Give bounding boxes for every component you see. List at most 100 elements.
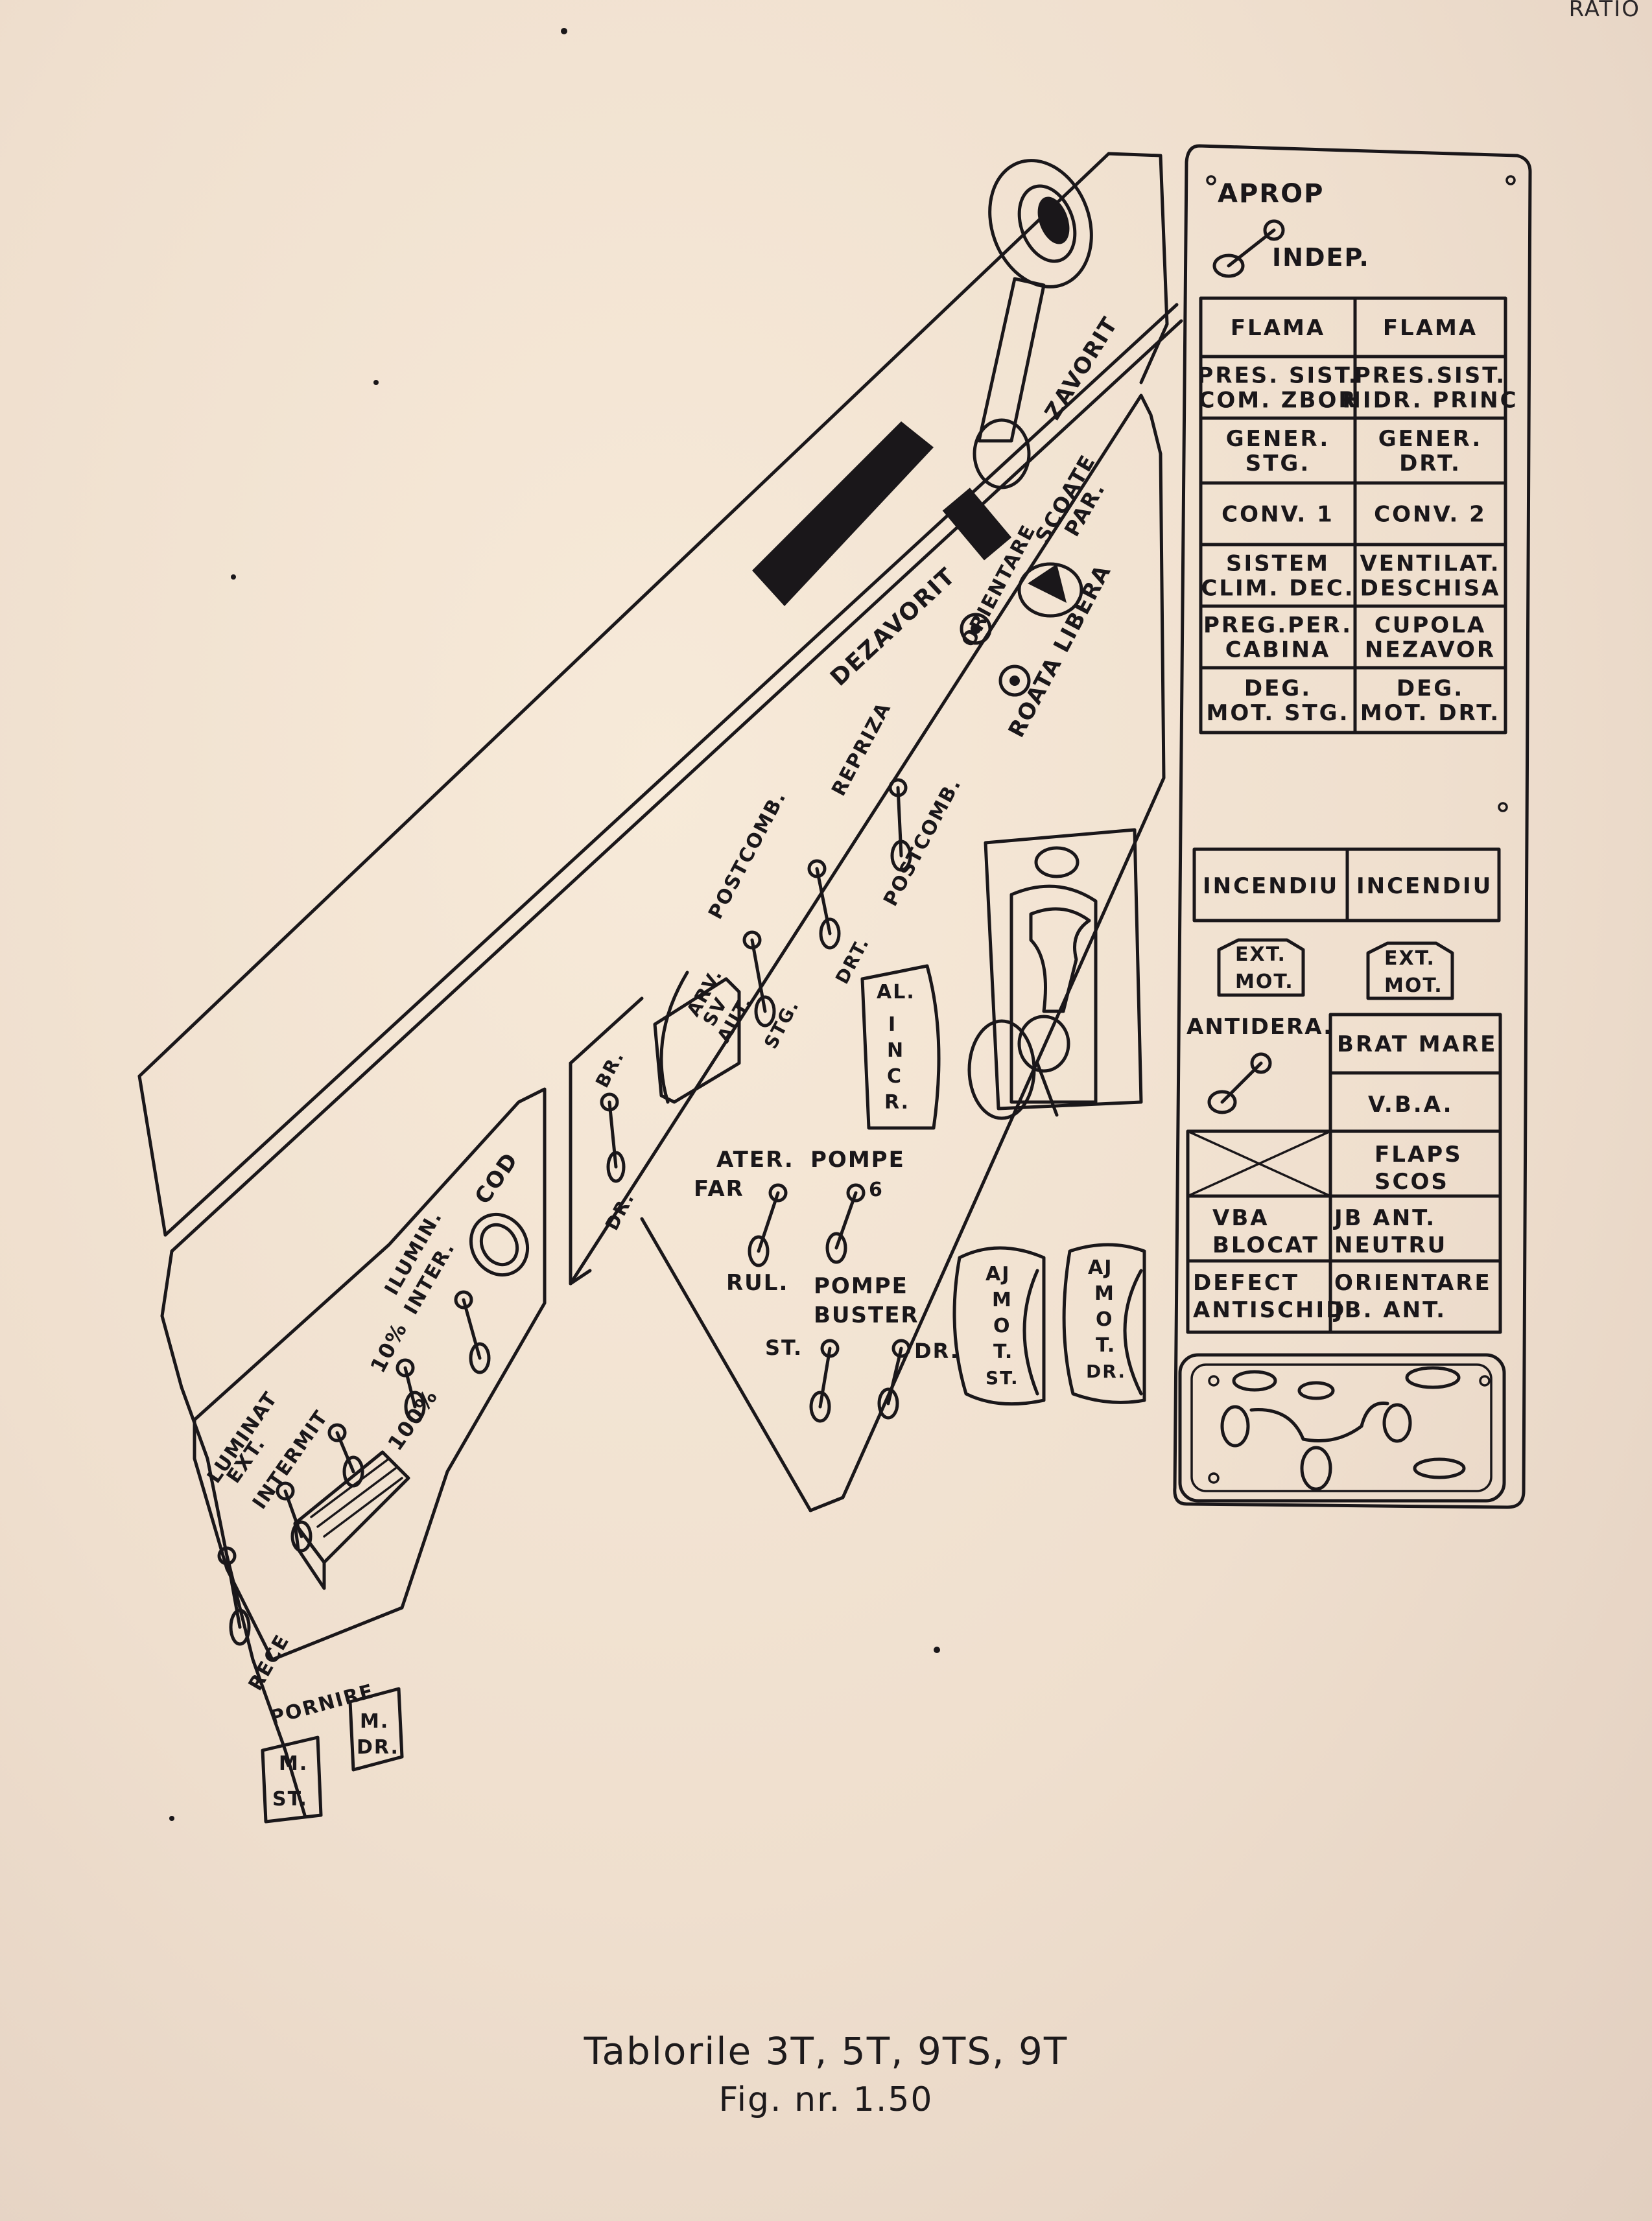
toggle-luminat-ext[interactable] [327, 1423, 364, 1488]
label-zavorit: ZAVORIT [1040, 312, 1124, 425]
cod-knob[interactable] [460, 1204, 539, 1285]
al-incr-switch[interactable] [860, 964, 941, 1130]
aj-mot-dr-control[interactable] [1062, 1243, 1146, 1404]
parachute-release-knob[interactable] [1017, 562, 1083, 618]
incendiu-right: INCENDIU [1356, 873, 1493, 899]
arv-sv-aut-switch[interactable] [653, 970, 741, 1104]
landing-gear-handle[interactable] [967, 828, 1143, 1120]
warning-light-r6-c0: DEG.MOT. STG. [1206, 676, 1349, 726]
orientare-button[interactable] [960, 613, 992, 645]
al-incr-label-3: N [887, 1039, 904, 1062]
aj-st-3: O [993, 1315, 1011, 1337]
label-pompe-buster-1: POMPE [814, 1273, 908, 1299]
button-pornire-m-dr[interactable] [348, 1687, 404, 1772]
roata-libera-button[interactable] [998, 664, 1031, 697]
speck [169, 1816, 174, 1821]
toggle-postcomb-stg[interactable] [742, 930, 776, 1028]
warning-light-r0-c1: FLAMA [1383, 315, 1478, 341]
lower-left-subpanel [193, 1087, 547, 1662]
speck [561, 28, 567, 34]
warning-light-r1-c1: PRES.SIST.HIDR. PRINC [1342, 363, 1518, 414]
button-ext-mot-right[interactable] [1366, 941, 1454, 1000]
toggle-ilumin-inter[interactable] [454, 1290, 491, 1374]
label-pompe: POMPE [810, 1147, 905, 1173]
label-rul: RUL. [726, 1270, 788, 1296]
toggle-rece[interactable] [217, 1546, 251, 1646]
toggle-ilumin-percent[interactable] [395, 1358, 426, 1423]
label-ater: ATER. [716, 1147, 794, 1173]
al-incr-label-1: AL. [877, 981, 915, 1004]
toggle-pompe-buster-st[interactable] [809, 1339, 840, 1423]
aj-st-5: ST. [985, 1367, 1019, 1389]
aj-dr-4: T. [1096, 1334, 1116, 1357]
label-aprop: APROP [1218, 179, 1324, 209]
throttle-slot [752, 421, 934, 606]
label-postcomb-left: POSTCOMB. [704, 787, 791, 923]
toggle-antidera[interactable] [1207, 1052, 1272, 1114]
ext-mot-right-1: EXT.MOT. [1384, 947, 1443, 997]
toggle-aprop-indep[interactable] [1212, 219, 1285, 278]
brat-mare: BRAT MARE [1337, 1031, 1497, 1057]
warning-light-r5-c0: PREG.PER.CABINA [1203, 613, 1352, 663]
m-st-1: M. [279, 1752, 308, 1775]
warning-light-r2-c1: GENER.DRT. [1378, 426, 1483, 476]
label-st: ST. [765, 1335, 803, 1360]
speck [373, 380, 379, 385]
aj-st-1: AJ [985, 1263, 1010, 1286]
al-incr-label-4: C [887, 1065, 903, 1088]
figure-caption: Tablorile 3T, 5T, 9TS, 9T Fig. nr. 1.50 [0, 2026, 1652, 2123]
m-dr-2: DR. [357, 1736, 399, 1759]
left-panel-outline [137, 152, 1183, 1817]
mid-subpanel-outline [569, 394, 1166, 1512]
aj-dr-2: M [1094, 1282, 1115, 1305]
button-ext-mot-left[interactable] [1217, 938, 1305, 997]
warning-light-r3-c1: CONV. 2 [1374, 502, 1487, 528]
aj-dr-3: O [1096, 1308, 1114, 1331]
label-dr: DR. [601, 1188, 639, 1234]
mechanism-plate [1178, 1353, 1506, 1503]
toggle-br-dr[interactable] [600, 1092, 626, 1183]
m-dr-1: M. [360, 1710, 389, 1733]
toggle-pompe-buster-dr[interactable] [877, 1339, 911, 1420]
caption-figure-number: Fig. nr. 1.50 [718, 2080, 934, 2119]
toggle-intermit[interactable] [276, 1481, 313, 1553]
label-pompe-buster-2: BUSTER [814, 1302, 919, 1328]
vba: V.B.A. [1368, 1092, 1454, 1118]
incendiu-left: INCENDIU [1203, 873, 1339, 899]
aj-dr-1: AJ [1088, 1256, 1113, 1279]
button-pornire-m-st[interactable] [261, 1735, 323, 1824]
warning-light-r3-c0: CONV. 1 [1221, 502, 1334, 528]
aj-dr-5: DR. [1086, 1361, 1126, 1382]
aj-st-4: T. [993, 1341, 1013, 1363]
m-st-2: ST. [272, 1788, 308, 1811]
label-indep: INDEP. [1272, 243, 1370, 272]
page-corner-text: RATIO [1568, 0, 1640, 22]
aj-mot-st-control[interactable] [952, 1246, 1046, 1406]
rheostat-block[interactable] [293, 1450, 410, 1590]
speck [934, 1647, 940, 1653]
warning-light-r0-c0: FLAMA [1231, 315, 1325, 341]
caption-title: Tablorile 3T, 5T, 9TS, 9T [584, 2029, 1068, 2073]
ext-mot-left-1: EXT.MOT. [1235, 943, 1294, 993]
toggle-postcomb-drt[interactable] [807, 859, 841, 950]
label-far: FAR [694, 1176, 744, 1202]
throttle-lever-icon[interactable] [942, 146, 1109, 561]
warning-light-r2-c0: GENER.STG. [1226, 426, 1330, 476]
annunciator-panel-frame [1173, 144, 1532, 1509]
label-antidera: ANTIDERA. [1186, 1014, 1333, 1040]
toggle-pompe[interactable] [825, 1183, 866, 1264]
aj-st-2: M [992, 1289, 1013, 1311]
incendiu-row [1192, 847, 1501, 922]
toggle-ater-far[interactable] [748, 1183, 788, 1267]
warning-light-r4-c1: VENTILAT.DESCHISA [1360, 551, 1500, 602]
al-incr-label-2: I [888, 1013, 897, 1036]
toggle-repriza[interactable] [888, 778, 912, 872]
speck [231, 574, 236, 580]
